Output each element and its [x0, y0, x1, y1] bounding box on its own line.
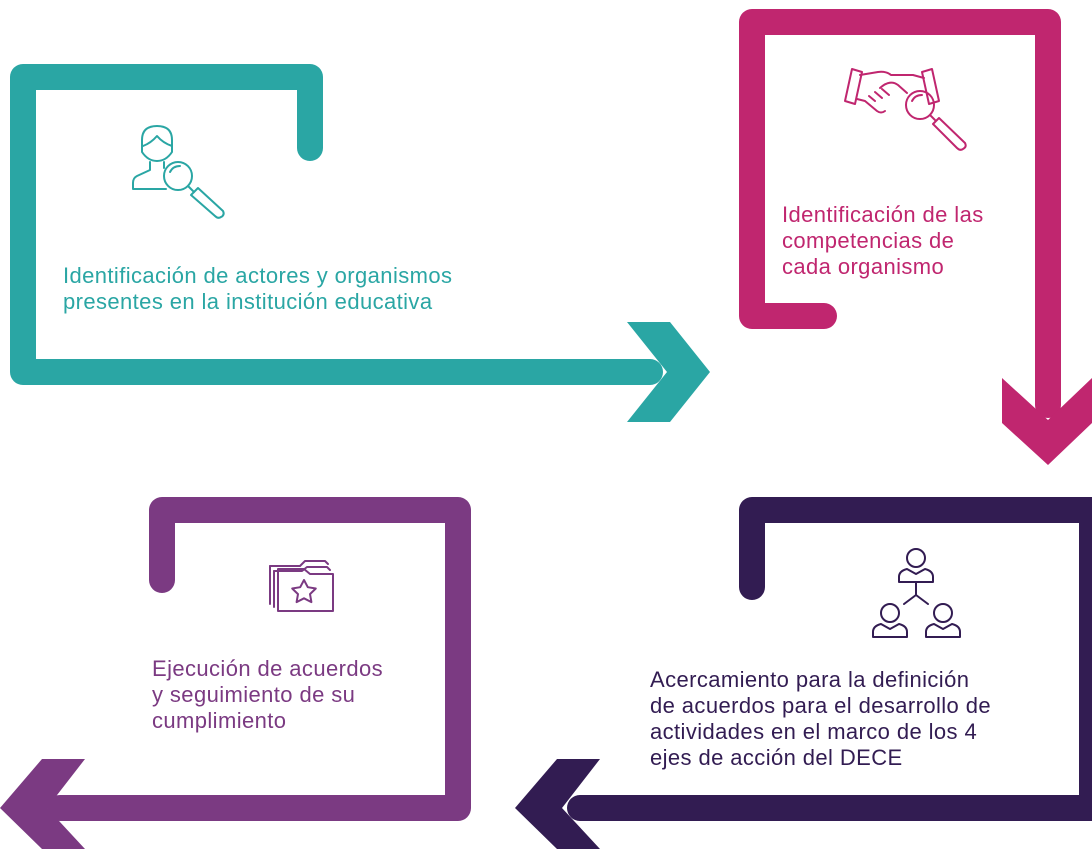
network-people-icon [872, 548, 961, 638]
step-2-line: competencias de [782, 228, 955, 253]
step-4-line: cumplimiento [152, 708, 287, 733]
step-1-frame [10, 64, 663, 385]
star-folder-icon [269, 560, 334, 612]
person-search-icon [132, 125, 225, 219]
step-4-frame [47, 497, 471, 821]
step-1-arrowhead [627, 322, 710, 422]
step-1-line: Identificación de actores y organismos [63, 263, 453, 288]
step-3-line: actividades en el marco de los 4 [650, 719, 978, 744]
step-3-frame [567, 497, 1092, 821]
step-3-line: ejes de acción del DECE [650, 745, 903, 770]
step-2-line: Identificación de las [782, 202, 984, 227]
step-3-text: Acercamiento para la definición de acuer… [650, 667, 991, 771]
step-4-line: y seguimiento de su [152, 682, 356, 707]
handshake-search-icon [844, 68, 967, 151]
step-1-line: presentes en la institución educativa [63, 289, 433, 314]
step-3-line: Acercamiento para la definición [650, 667, 970, 692]
step-3-arrowhead [515, 759, 600, 849]
step-2-frame [739, 9, 1061, 418]
step-4-line: Ejecución de acuerdos [152, 656, 383, 681]
step-3-line: de acuerdos para el desarrollo de [650, 693, 991, 718]
step-2-line: cada organismo [782, 254, 945, 279]
step-1-text: Identificación de actores y organismos p… [63, 263, 452, 315]
step-2-arrowhead [1002, 378, 1092, 465]
step-2-text: Identificación de las competencias de ca… [782, 202, 984, 280]
step-4-text: Ejecución de acuerdos y seguimiento de s… [152, 656, 383, 734]
step-4-arrowhead [0, 759, 85, 849]
